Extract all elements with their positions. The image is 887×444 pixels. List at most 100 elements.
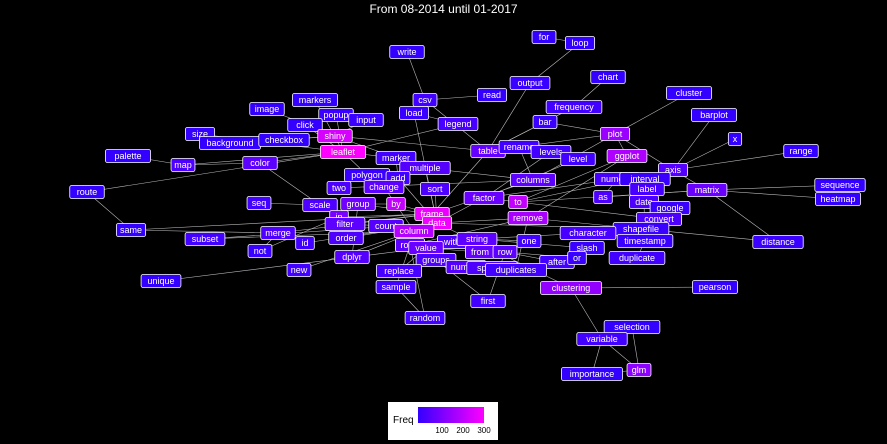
node-label: palette [114, 151, 141, 161]
node-label: date [635, 197, 653, 207]
node-label: dplyr [342, 252, 362, 262]
node-label: rename [504, 142, 535, 152]
node-label: two [332, 183, 346, 193]
node-sample: sample [375, 280, 417, 294]
node-box [565, 36, 596, 50]
edge-random-rows [409, 244, 426, 319]
node-label: frame [420, 209, 443, 219]
node-box [348, 113, 384, 127]
node-label: change [369, 182, 399, 192]
node-label: table [478, 146, 498, 156]
node-heatmap: heatmap [815, 192, 861, 206]
node-box [470, 294, 506, 308]
node-box [286, 263, 312, 277]
node-box [393, 224, 435, 238]
edge-ggplot-to [517, 155, 628, 203]
node-csv: csv [412, 93, 438, 107]
node-box [399, 161, 451, 175]
node-random: random [404, 311, 446, 325]
node-box [389, 45, 425, 59]
node-markers: markers [292, 93, 338, 107]
node-box [545, 100, 603, 114]
node-character: character [559, 226, 617, 240]
node-label: glm [632, 365, 647, 375]
node-background: background [199, 136, 261, 150]
node-same: same [116, 223, 147, 237]
legend-tick: 100 [435, 426, 449, 435]
node-box [140, 274, 182, 288]
node-or: or [567, 251, 587, 265]
node-label: duplicates [496, 265, 537, 275]
node-label: first [481, 296, 496, 306]
node-label: levels [539, 147, 563, 157]
edge-color-scale [259, 162, 321, 206]
node-box [320, 145, 366, 159]
node-box [492, 245, 518, 259]
node-label: merge [265, 228, 291, 238]
node-label: loop [571, 38, 588, 48]
node-label: order [335, 233, 356, 243]
node-one: one [516, 234, 542, 248]
node-barplot: barplot [691, 108, 737, 122]
node-box [540, 281, 602, 295]
node-label: output [517, 78, 543, 88]
node-box [508, 195, 528, 209]
node-box [752, 235, 804, 249]
node-timestamp: timestamp [616, 234, 674, 248]
node-label: label [637, 184, 656, 194]
edge-shiny-table [334, 135, 489, 152]
node-box [340, 197, 376, 211]
node-label: numeric [601, 174, 634, 184]
node-box [608, 251, 666, 265]
node-scale: scale [302, 198, 338, 212]
node-label: column [399, 226, 428, 236]
edge-layer [86, 36, 841, 375]
node-plot: plot [600, 127, 631, 141]
node-id: id [295, 236, 315, 250]
node-box [600, 127, 631, 141]
node-label: image [255, 104, 280, 114]
node-box [404, 311, 446, 325]
node-box [184, 232, 226, 246]
node-group: group [340, 197, 376, 211]
edge-to-convert [517, 201, 660, 220]
node-label: matrix [695, 185, 720, 195]
node-label: chart [598, 72, 619, 82]
node-label: filter [336, 219, 353, 229]
node-frequency: frequency [545, 100, 603, 114]
node-box [516, 234, 542, 248]
node-write: write [389, 45, 425, 59]
node-label: heatmap [820, 194, 855, 204]
node-box [666, 86, 712, 100]
node-label: ggplot [615, 151, 640, 161]
node-box [398, 106, 429, 120]
node-column: column [393, 224, 435, 238]
node-box [576, 332, 628, 346]
node-label: click [296, 120, 314, 130]
node-unique: unique [140, 274, 182, 288]
node-label: popup [323, 110, 348, 120]
node-label: factor [473, 193, 496, 203]
node-box [247, 244, 273, 258]
node-label: markers [299, 95, 332, 105]
node-shiny: shiny [317, 129, 353, 143]
node-box [815, 192, 861, 206]
edge-selection-glm [631, 326, 640, 371]
node-label: id [301, 238, 308, 248]
node-label: plot [608, 129, 623, 139]
node-box [317, 129, 353, 143]
node-two: two [326, 181, 352, 195]
node-as: as [593, 190, 613, 204]
node-replace: replace [376, 264, 422, 278]
node-not: not [247, 244, 273, 258]
edge-output-table [487, 82, 531, 152]
node-distance: distance [752, 235, 804, 249]
node-label: input [356, 115, 376, 125]
edge-write-csv [406, 51, 426, 101]
node-label: axis [665, 165, 682, 175]
node-box [532, 115, 558, 129]
node-level: level [560, 152, 596, 166]
node-clustering: clustering [540, 281, 602, 295]
node-for: for [531, 30, 557, 44]
